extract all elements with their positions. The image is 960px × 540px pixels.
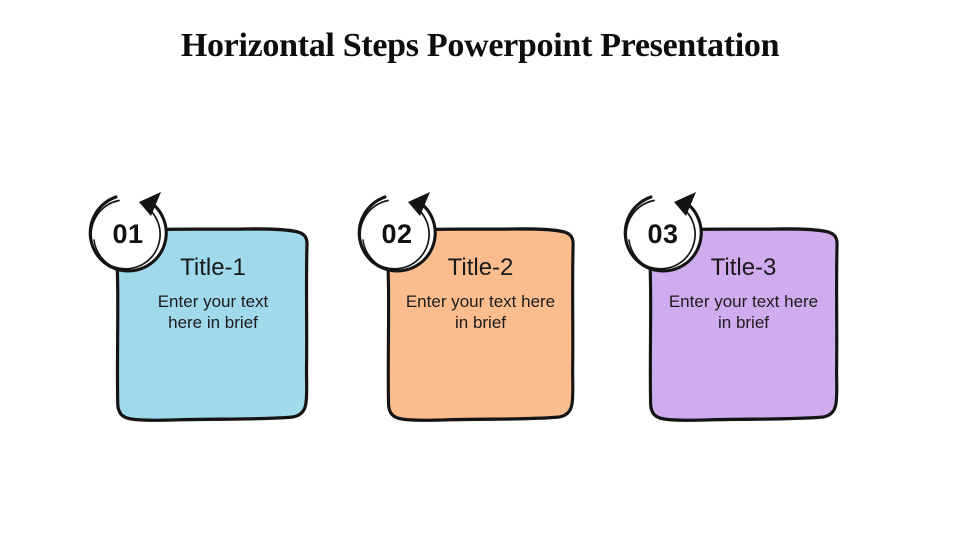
step-body-line: in brief bbox=[717, 313, 770, 333]
circular-arrow-icon bbox=[357, 192, 437, 273]
step-title: Title-3 bbox=[710, 254, 777, 281]
step-title: Title-2 bbox=[447, 254, 514, 281]
card-fill-shape bbox=[115, 227, 309, 422]
step-badge-1: 01 bbox=[81, 185, 181, 285]
card-fill-shape bbox=[648, 227, 839, 422]
slide-title: Horizontal Steps Powerpoint Presentation bbox=[180, 27, 780, 64]
card-border-shape bbox=[648, 227, 839, 422]
card-fill-shape bbox=[386, 227, 575, 422]
step-body-line: in brief bbox=[454, 313, 507, 333]
step-body: Enter your text here in brief bbox=[388, 291, 573, 333]
arrowhead bbox=[139, 192, 161, 216]
badge-number: 03 bbox=[647, 218, 679, 249]
step-card-1 bbox=[109, 224, 312, 427]
step-text-2: Title-2 Enter your text here in brief bbox=[388, 254, 573, 333]
step-card-3 bbox=[642, 224, 842, 427]
step-title: Title-1 bbox=[180, 254, 246, 281]
badge-number: 02 bbox=[381, 218, 413, 249]
circular-arrow-icon bbox=[623, 192, 703, 273]
step-body-line: Enter your text here bbox=[668, 292, 819, 312]
arrowhead bbox=[674, 192, 696, 216]
badge-number: 01 bbox=[112, 218, 144, 249]
step-badge-2: 02 bbox=[350, 185, 450, 285]
card-border-shape bbox=[115, 227, 309, 422]
card-border-shape bbox=[386, 227, 575, 422]
step-text-1: Title-1 Enter your text here in brief bbox=[118, 254, 308, 333]
step-text-3: Title-3 Enter your text here in brief bbox=[650, 254, 837, 333]
step-card-2 bbox=[380, 224, 578, 427]
step-body-line: Enter your text here bbox=[405, 292, 556, 312]
step-body-line: here in brief bbox=[168, 313, 258, 333]
circular-arrow-icon bbox=[88, 192, 168, 273]
step-body-line: Enter your text bbox=[157, 292, 269, 312]
step-badge-3: 03 bbox=[616, 185, 716, 285]
step-body: Enter your text here in brief bbox=[650, 291, 837, 333]
arrowhead bbox=[408, 192, 430, 216]
step-body: Enter your text here in brief bbox=[118, 291, 308, 333]
